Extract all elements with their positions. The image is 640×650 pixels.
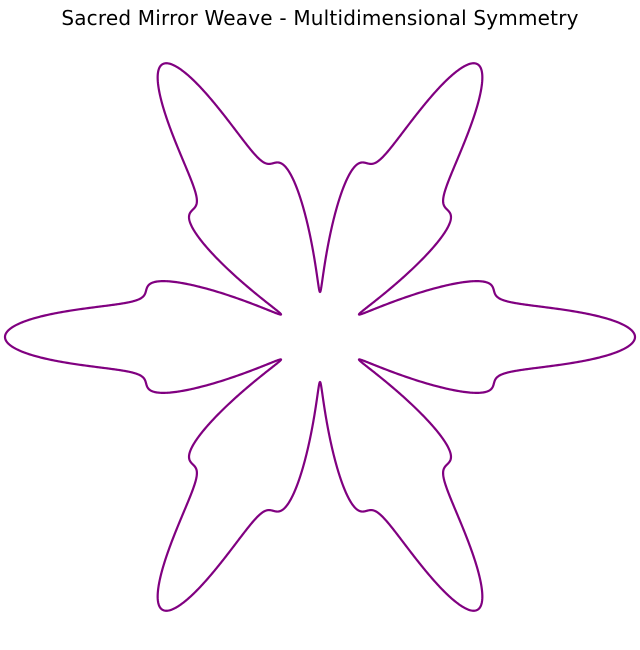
weave-curve: [3, 62, 637, 612]
chart-title: Sacred Mirror Weave - Multidimensional S…: [61, 6, 579, 30]
